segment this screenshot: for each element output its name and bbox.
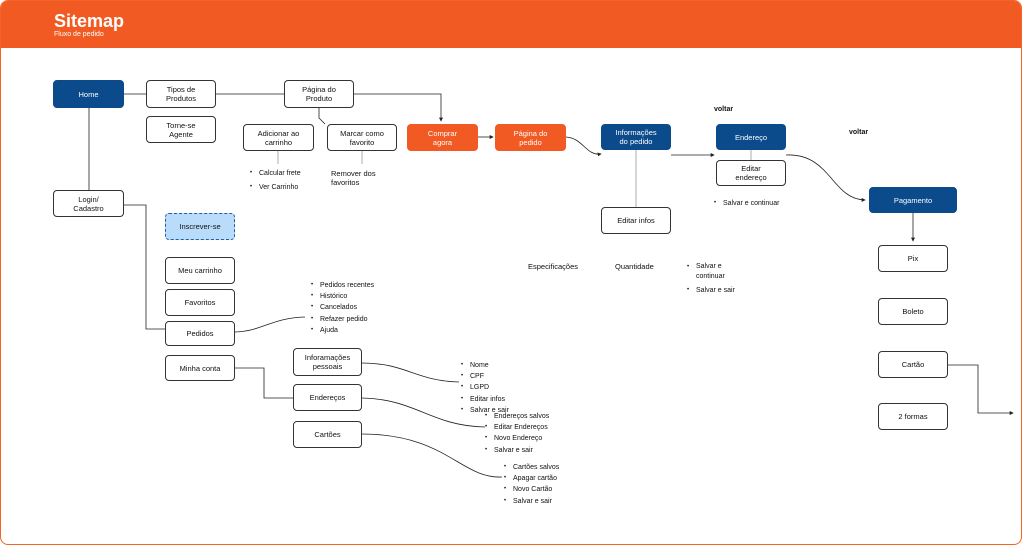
list-item: Cancelados bbox=[311, 302, 374, 313]
enderecos-submenu-list: Endereços salvos Editar Endereços Novo E… bbox=[485, 411, 549, 456]
boleto-node[interactable]: Boleto bbox=[878, 298, 948, 325]
endereco-actions-list: Salvar e continuar bbox=[714, 198, 779, 209]
home-node[interactable]: Home bbox=[53, 80, 124, 108]
connector-pedidos-list bbox=[234, 316, 306, 333]
voltar-label[interactable]: voltar bbox=[714, 106, 734, 113]
voltar-label[interactable]: voltar bbox=[849, 129, 869, 136]
list-item: Ajuda bbox=[311, 325, 374, 336]
enderecos-node[interactable]: Endereços bbox=[293, 384, 362, 411]
carrinho-actions-list: Calcular frete Ver Carrinho bbox=[250, 168, 301, 193]
especificacoes-label: Especificações bbox=[528, 262, 579, 271]
connector-pedido-info bbox=[565, 136, 602, 157]
pessoais-submenu-list: Nome CPF LGPD Editar infos Salvar e sair bbox=[461, 360, 509, 416]
list-item: Ver Carrinho bbox=[250, 182, 301, 193]
adicionar-carrinho-node[interactable]: Adicionar ao carrinho bbox=[243, 124, 314, 151]
list-item: CPF bbox=[461, 371, 509, 382]
list-item: Nome bbox=[461, 360, 509, 371]
connector-login-pedidos bbox=[124, 204, 165, 330]
connector-enderecos-list bbox=[361, 397, 486, 428]
list-item: Novo Endereço bbox=[485, 433, 549, 444]
connector-conta-enderecos bbox=[235, 367, 293, 399]
cartoes-submenu-list: Cartões salvos Apagar cartão Novo Cartão… bbox=[504, 462, 559, 507]
login-cadastro-node[interactable]: Login/ Cadastro bbox=[53, 190, 124, 217]
page-subtitle: Fluxo de pedido bbox=[54, 31, 104, 38]
list-item: LGPD bbox=[461, 382, 509, 393]
pagina-produto-node[interactable]: Página do Produto bbox=[284, 80, 354, 108]
pedidos-submenu-list: Pedidos recentes Histórico Cancelados Re… bbox=[311, 280, 374, 336]
connector-pagina-comprar bbox=[354, 93, 443, 122]
informacoes-pedido-node[interactable]: Informações do pedido bbox=[601, 124, 671, 150]
pedidos-node[interactable]: Pedidos bbox=[165, 321, 235, 346]
connector-endereco-pagamento bbox=[785, 154, 866, 202]
editar-infos-node[interactable]: Editar infos bbox=[601, 207, 671, 234]
comprar-agora-node[interactable]: Comprar agora bbox=[407, 124, 478, 151]
list-item: Editar infos bbox=[461, 394, 509, 405]
duas-formas-node[interactable]: 2 formas bbox=[878, 403, 948, 430]
list-item: Salvar e continuar bbox=[714, 198, 779, 209]
list-item: Salvar e continuar bbox=[687, 262, 735, 282]
editar-endereco-node[interactable]: Editar endereço bbox=[716, 160, 786, 186]
torne-se-agente-node[interactable]: Torne-se Agente bbox=[146, 116, 216, 143]
marcar-favorito-node[interactable]: Marcar como favorito bbox=[327, 124, 397, 151]
header-bar: Sitemap Fluxo de pedido bbox=[1, 1, 1021, 48]
info-actions-list: Salvar e continuar Salvar e sair bbox=[687, 262, 735, 297]
list-item: Salvar e sair bbox=[485, 445, 549, 456]
inscrever-se-node[interactable]: Inscrever-se bbox=[165, 213, 235, 240]
quantidade-label: Quantidade bbox=[615, 262, 654, 271]
meu-carrinho-node[interactable]: Meu carrinho bbox=[165, 257, 235, 284]
favoritos-node[interactable]: Favoritos bbox=[165, 289, 235, 316]
list-item: Refazer pedido bbox=[311, 314, 374, 325]
cartao-node[interactable]: Cartão bbox=[878, 351, 948, 378]
pix-node[interactable]: Pix bbox=[878, 245, 948, 272]
remover-favoritos-label: Remover dos favoritos bbox=[331, 169, 376, 187]
connector-cartoes-list bbox=[361, 433, 503, 478]
connector-pagina-adicionar bbox=[318, 108, 326, 125]
cartoes-node[interactable]: Cartões bbox=[293, 421, 362, 448]
list-item: Apagar cartão bbox=[504, 473, 559, 484]
pagamento-node[interactable]: Pagamento bbox=[869, 187, 957, 213]
connector-pessoais-list bbox=[361, 362, 460, 383]
list-item: Endereços salvos bbox=[485, 411, 549, 422]
connector-cartao-exit bbox=[948, 364, 1014, 415]
pagina-pedido-node[interactable]: Página do pedido bbox=[495, 124, 566, 151]
list-item: Cartões salvos bbox=[504, 462, 559, 473]
list-item: Histórico bbox=[311, 291, 374, 302]
endereco-node[interactable]: Endereço bbox=[716, 124, 786, 150]
list-item: Editar Endereços bbox=[485, 422, 549, 433]
minha-conta-node[interactable]: Minha conta bbox=[165, 355, 235, 381]
list-item: Pedidos recentes bbox=[311, 280, 374, 291]
list-item: Novo Cartão bbox=[504, 484, 559, 495]
list-item: Calcular frete bbox=[250, 168, 301, 179]
informacoes-pessoais-node[interactable]: Inforamações pessoais bbox=[293, 348, 362, 376]
list-item: Salvar e sair bbox=[504, 496, 559, 507]
list-item: Salvar e sair bbox=[687, 285, 735, 296]
tipos-produtos-node[interactable]: Tipos de Produtos bbox=[146, 80, 216, 108]
page-title: Sitemap bbox=[54, 11, 125, 31]
